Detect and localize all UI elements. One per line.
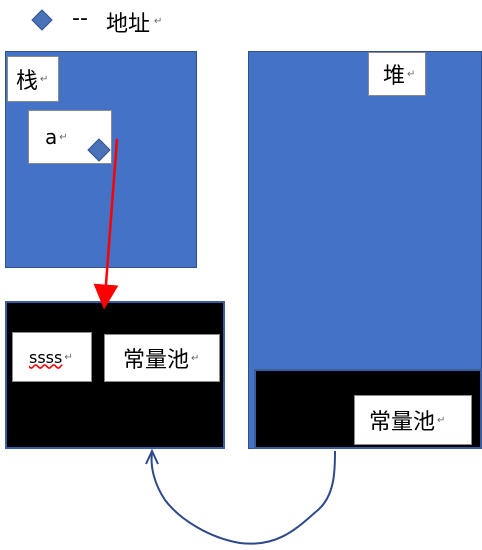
pool-link-arrowhead	[145, 448, 159, 465]
stack-label: 栈	[16, 69, 39, 94]
string-para-mark: ↵	[64, 351, 73, 363]
pool-para-mark: ↵	[191, 352, 200, 364]
heap-pool-label: 常量池	[369, 410, 436, 435]
pool-link-curve	[150, 450, 336, 545]
legend-text: 地址	[106, 12, 151, 37]
pool-label-box: 常量池 ↵	[104, 334, 220, 382]
legend: -- 地址 ↵	[28, 6, 208, 37]
heap-label-box: 堆 ↵	[368, 52, 426, 96]
heap-label: 堆	[383, 64, 406, 89]
pool-label: 常量池	[123, 348, 190, 373]
reference-arrow	[93, 138, 119, 310]
stack-para-mark: ↵	[40, 73, 49, 85]
string-value-box: ssss ↵	[12, 332, 92, 382]
heap-pool-para-mark: ↵	[437, 414, 446, 426]
string-value: ssss	[29, 347, 63, 367]
legend-separator: --	[72, 6, 88, 31]
stack-var-para-mark: ↵	[59, 131, 68, 143]
heap-para-mark: ↵	[407, 68, 416, 80]
diamond-icon	[31, 9, 53, 31]
address-diamond-icon	[87, 138, 111, 162]
legend-para-mark: ↵	[154, 16, 163, 27]
stack-var-label: a	[45, 125, 58, 149]
heap-pool-label-box: 常量池 ↵	[354, 395, 472, 445]
stack-label-box: 栈 ↵	[7, 56, 59, 102]
